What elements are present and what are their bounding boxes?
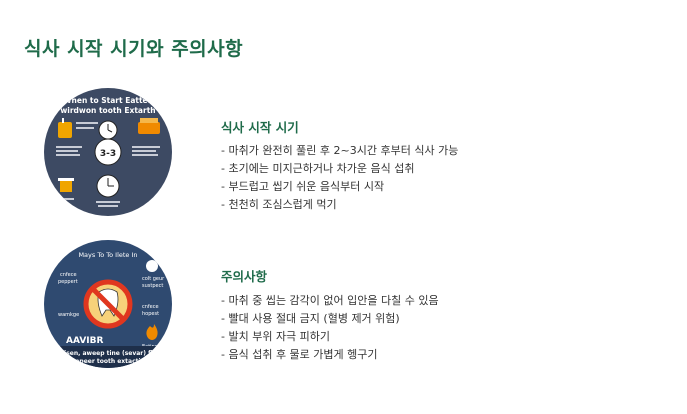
cup-icon: [58, 118, 72, 138]
precautions-infographic-image: Mays To To Ilete In cnfece peppert colt …: [44, 240, 172, 368]
svg-text:cnfece: cnfece: [142, 304, 159, 310]
list-item: 초기에는 미지근하거나 차가운 음식 섭취: [221, 160, 458, 178]
svg-text:Iwisen, aweep tine (sevar) flo: Iwisen, aweep tine (sevar) flor: [56, 350, 159, 357]
meal-start-bullet-list: 마취가 완전히 풀린 후 2~3시간 후부터 식사 가능 초기에는 미지근하거나…: [221, 142, 458, 214]
time-3-3-icon: 3-3: [94, 138, 122, 166]
svg-text:hopest: hopest: [142, 311, 159, 317]
svg-text:peppert: peppert: [58, 279, 78, 285]
svg-text:sustpect: sustpect: [142, 283, 163, 289]
svg-text:Mays To To Ilete In: Mays To To Ilete In: [78, 251, 137, 259]
clock-icon: [98, 120, 118, 140]
svg-text:3-3: 3-3: [100, 149, 116, 159]
list-item: 부드럽고 씹기 쉬운 음식부터 시작: [221, 178, 458, 196]
food-tray-icon: [138, 118, 160, 134]
page-title: 식사 시작 시기와 주의사항: [24, 38, 244, 60]
precautions-bullet-list: 마취 중 씹는 감각이 없어 입안을 다칠 수 있음 빨대 사용 절대 금지 (…: [221, 292, 439, 364]
svg-text:AAVIBR: AAVIBR: [66, 336, 103, 346]
list-item: 발치 부위 자극 피하기: [221, 328, 439, 346]
section-title-precautions: 주의사항: [221, 269, 268, 284]
clock-icon-large: [96, 174, 120, 198]
meal-timing-infographic-image: When to Start Eattea wirdwon tooth Extar…: [44, 88, 172, 216]
svg-text:colt geur: colt geur: [142, 276, 165, 282]
section-title-meal-start: 식사 시작 시기: [221, 120, 299, 135]
no-straw-icon: [83, 279, 133, 329]
svg-text:naepeer tooth extaction: naepeer tooth extaction: [67, 358, 149, 365]
svg-text:cnfece: cnfece: [60, 272, 77, 278]
list-item: 천천히 조심스럽게 먹기: [221, 196, 458, 214]
svg-text:wirdwon tooth Extarth: wirdwon tooth Extarth: [60, 106, 155, 115]
list-item: 마취가 완전히 풀린 후 2~3시간 후부터 식사 가능: [221, 142, 458, 160]
list-item: 빨대 사용 절대 금지 (혈병 제거 위험): [221, 310, 439, 328]
meal-timing-infographic: When to Start Eattea wirdwon tooth Extar…: [44, 88, 172, 216]
svg-text:When to Start Eattea: When to Start Eattea: [63, 96, 152, 105]
cotton-icon: [146, 260, 158, 272]
drink-glass-icon: [58, 178, 74, 192]
list-item: 음식 섭취 후 물로 가볍게 헹구기: [221, 346, 439, 364]
list-item: 마취 중 씹는 감각이 없어 입안을 다칠 수 있음: [221, 292, 438, 310]
precautions-infographic: Mays To To Ilete In cnfece peppert colt …: [44, 240, 172, 368]
flame-icon: [146, 324, 158, 340]
svg-text:wamkge: wamkge: [58, 312, 79, 318]
